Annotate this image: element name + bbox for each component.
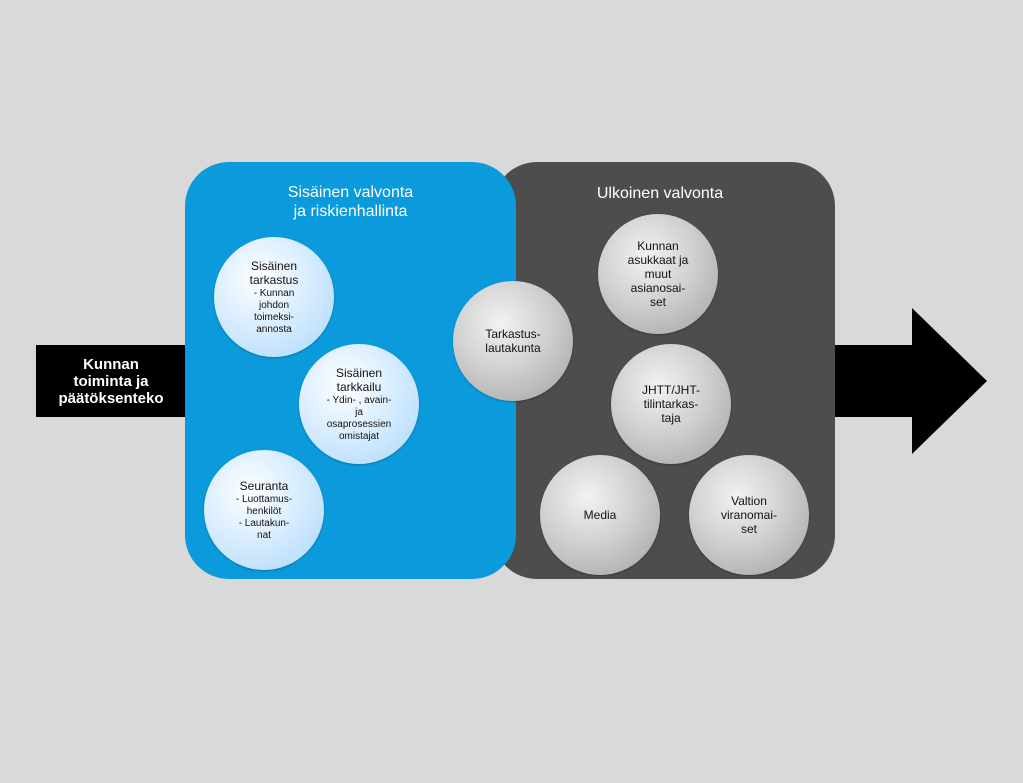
residents-circle: Kunnan asukkaat ja muut asianosai- set xyxy=(598,214,718,334)
flow-arrow-head-icon xyxy=(912,308,987,454)
circle-title: Kunnan asukkaat ja muut asianosai- set xyxy=(627,239,689,309)
circle-subtext: - Kunnan johdon toimeksi- annosta xyxy=(253,287,295,335)
internal-audit-circle: Sisäinen tarkastus - Kunnan johdon toime… xyxy=(214,237,334,357)
flow-label: Kunnan toiminta ja päätöksenteko xyxy=(58,355,164,407)
circle-subtext: - Luottamus- henkilöt - Lautakun- nat xyxy=(235,493,293,541)
internal-panel-title: Sisäinen valvonta ja riskienhallinta xyxy=(287,184,414,220)
auditor-circle: JHTT/JHT- tilintarkas- taja xyxy=(611,344,731,464)
circle-title: Sisäinen tarkkailu xyxy=(335,365,383,394)
circle-subtext: - Ydin- , avain- ja osaprosessien omista… xyxy=(326,394,392,442)
circle-title: Valtion viranomai- set xyxy=(720,494,777,536)
external-panel-title: Ulkoinen valvonta xyxy=(596,185,724,202)
internal-monitoring-circle: Sisäinen tarkkailu - Ydin- , avain- ja o… xyxy=(299,344,419,464)
circle-title: JHTT/JHT- tilintarkas- taja xyxy=(642,383,700,425)
circle-title: Tarkastus- lautakunta xyxy=(485,327,541,355)
circle-title: Sisäinen tarkastus xyxy=(249,258,299,287)
audit-committee-circle: Tarkastus- lautakunta xyxy=(453,281,573,401)
state-authorities-circle: Valtion viranomai- set xyxy=(689,455,809,575)
circle-title: Media xyxy=(583,508,617,522)
media-circle: Media xyxy=(540,455,660,575)
follow-up-circle: Seuranta - Luottamus- henkilöt - Lautaku… xyxy=(204,450,324,570)
circle-title: Seuranta xyxy=(239,478,289,493)
